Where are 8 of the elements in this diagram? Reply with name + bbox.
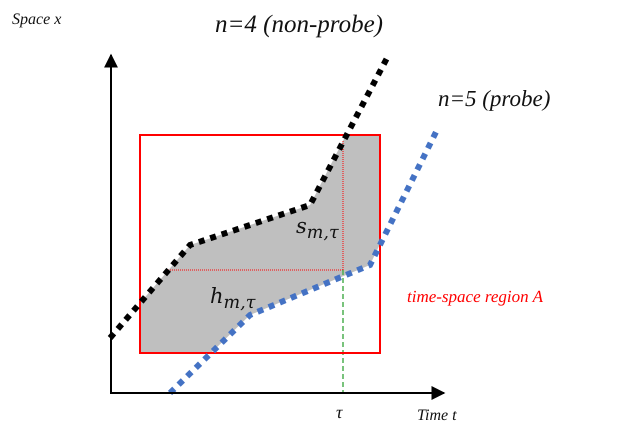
variable-label: s$_{m,τ}$ <box>296 216 339 243</box>
variable-label: h$_{m,τ}$ <box>210 286 256 313</box>
axis-label: Time t <box>417 408 457 424</box>
series-label: n=5 (probe) <box>438 87 550 110</box>
region-label: time-space region A <box>407 288 543 305</box>
axis-label: Space x <box>12 12 62 28</box>
tick-label: τ <box>336 403 342 421</box>
series-label: n=4 (non-probe) <box>215 12 383 37</box>
